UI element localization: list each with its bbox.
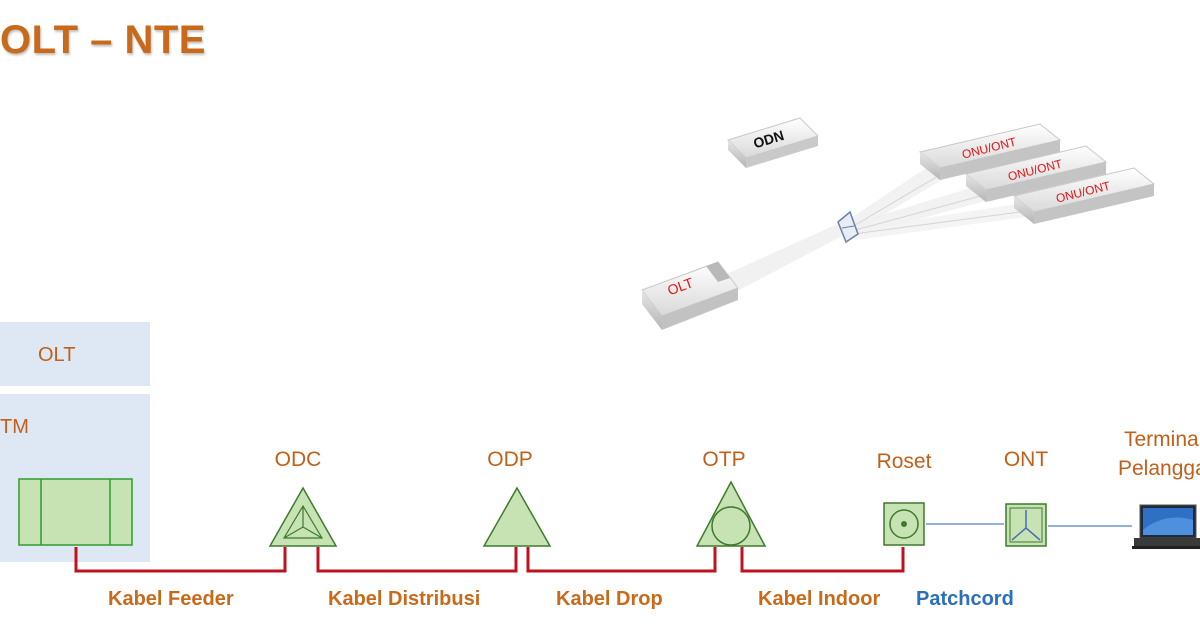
- page-title: OLT – NTE: [0, 18, 206, 62]
- beam-line-3: [852, 209, 1036, 235]
- kabel-drop-line: [526, 547, 717, 573]
- onu-box-3: ONU/ONT: [1012, 167, 1156, 224]
- roset-label: Roset: [876, 450, 932, 473]
- beam-splitter-onu2: [848, 182, 1000, 236]
- odp-label: ODP: [487, 448, 533, 471]
- beam-splitter-onu1: [845, 162, 950, 232]
- kabel-indoor-line: [740, 547, 905, 573]
- cables: [74, 547, 905, 573]
- ont-label: ONT: [1003, 448, 1049, 471]
- ont-icon: [1005, 503, 1047, 547]
- beam-line-2: [851, 191, 996, 232]
- olt-box: OLT: [641, 261, 739, 330]
- olt-panel-label: OLT: [38, 344, 76, 366]
- otp-label: OTP: [702, 448, 746, 471]
- terminal-label-line2: Pelangga: [1118, 457, 1200, 480]
- stm-rack-icon: [18, 478, 133, 546]
- laptop-icon: [1132, 504, 1200, 549]
- illustration: ODN OLT ONU/ONT ONU/ONT ONU/ONT: [641, 117, 1156, 330]
- kabel-distribusi-label: Kabel Distribusi: [328, 588, 481, 610]
- kabel-distribusi-line: [316, 547, 518, 573]
- beam-olt-splitter: [700, 222, 850, 300]
- odc-label: ODC: [274, 448, 322, 471]
- kabel-feeder-line: [74, 547, 287, 573]
- odp-icon: [482, 486, 552, 547]
- stm-panel-label: TM: [0, 416, 29, 438]
- odc-icon: [268, 486, 338, 547]
- splitter-icon: [837, 210, 859, 244]
- beam-splitter-onu3: [850, 202, 1040, 240]
- terminal-label-line1: Termina: [1124, 428, 1199, 451]
- patchcord-label: Patchcord: [916, 588, 1014, 610]
- kabel-indoor-label: Kabel Indoor: [758, 588, 881, 610]
- onu-box-1: ONU/ONT: [918, 123, 1062, 180]
- odn-box: ODN: [727, 117, 819, 168]
- olt-panel: [0, 322, 150, 386]
- kabel-feeder-label: Kabel Feeder: [108, 588, 234, 610]
- roset-icon: [883, 502, 925, 546]
- kabel-drop-label: Kabel Drop: [556, 588, 663, 610]
- otp-icon: [695, 480, 767, 547]
- beam-line-1: [849, 171, 946, 229]
